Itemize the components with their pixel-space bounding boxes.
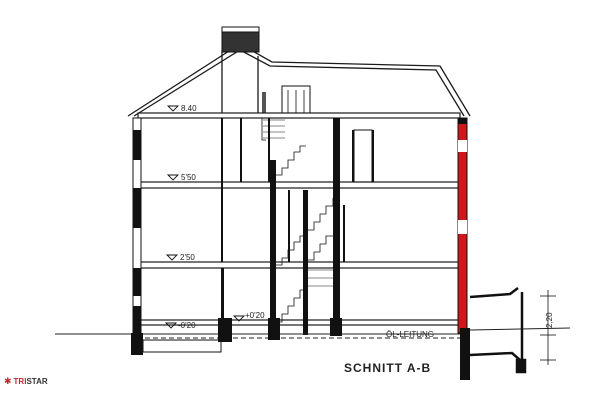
level-label-5-50: 5'50 <box>181 173 196 182</box>
floor-slabs <box>137 112 461 326</box>
right-exterior-wall <box>457 117 468 334</box>
section-title: SCHNITT A-B <box>344 361 431 375</box>
oil-pipe-label: ÖL-LEITUNG <box>386 330 434 339</box>
dimension-line <box>540 290 556 365</box>
level-label-minus-0-20: -0'20 <box>178 321 196 330</box>
ground-line <box>55 327 571 339</box>
foundations <box>131 318 470 380</box>
tristar-logo: ✱ TRISTAR <box>4 376 48 387</box>
dimension-label: 2,20 <box>545 312 554 328</box>
interior-walls <box>221 118 374 338</box>
level-label-plus-0-20: +0'20 <box>245 311 265 320</box>
level-markers <box>164 105 246 329</box>
level-label-2-50: 2'50 <box>180 253 195 262</box>
star-icon: ✱ <box>4 376 12 386</box>
logo-text-star: STAR <box>26 377 48 386</box>
level-label-8-40: 8.40 <box>181 104 197 113</box>
left-exterior-wall <box>132 117 142 334</box>
basement-annex <box>469 287 527 374</box>
staircase <box>261 118 334 330</box>
logo-text-tri: TRI <box>13 377 27 386</box>
roof <box>127 43 471 117</box>
